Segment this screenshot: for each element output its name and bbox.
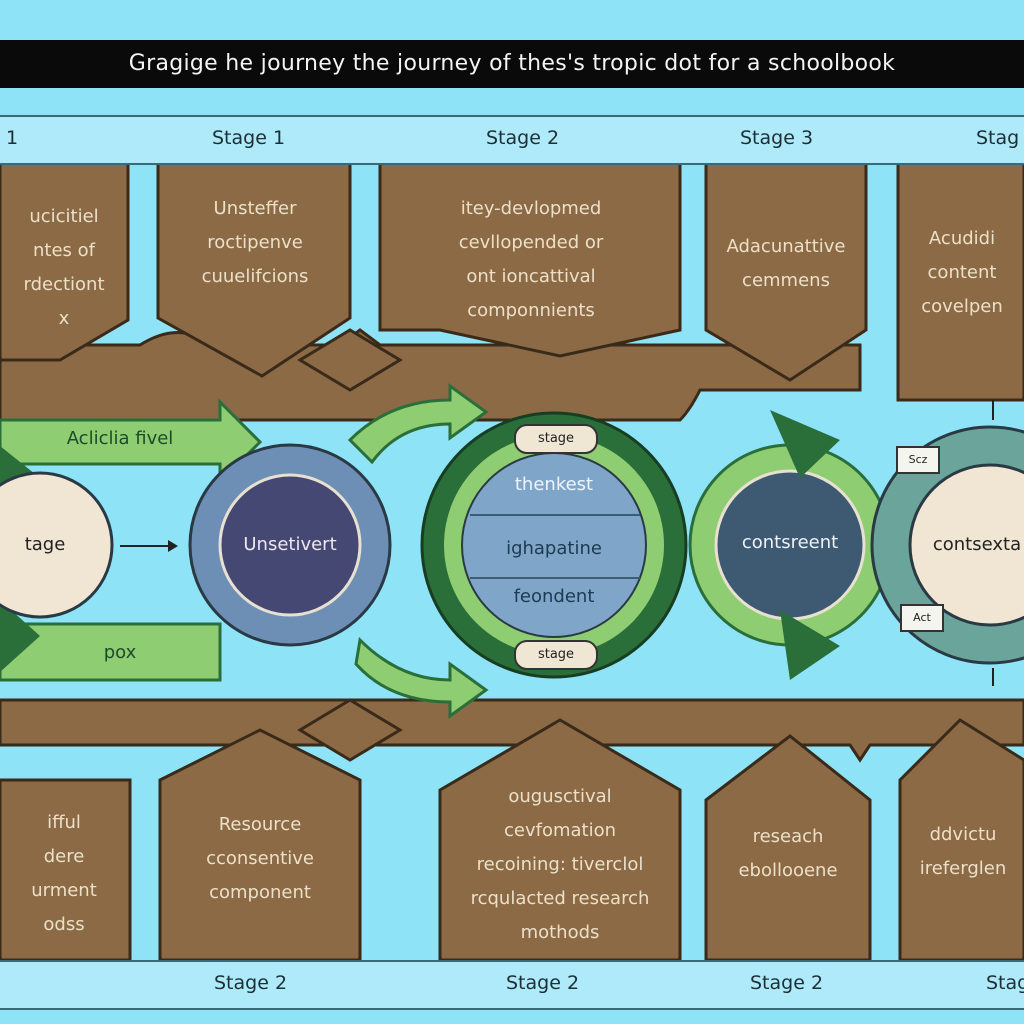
bottom-stage-label-3: Stage 2: [750, 972, 824, 994]
lower-arrow-label: pox: [103, 642, 137, 663]
upper-diamond: [297, 328, 403, 392]
bottom-box-2-text: Resource cconsentive component: [206, 814, 314, 903]
upper-curved-arrow: [347, 383, 489, 465]
left-connector-arrowhead: [168, 540, 178, 552]
side-tag-upper: Scz: [896, 446, 940, 474]
fourth-node-label: contsreent: [741, 532, 839, 553]
loop-arrowhead-left: [0, 600, 40, 672]
bottom-box-5-text: ddvictu ireferglen: [919, 824, 1007, 879]
bottom-box-4-text: reseach ebollooene: [738, 826, 838, 881]
bottom-stage-label-1: Stage 2: [214, 972, 288, 994]
top-stage-label-2: Stage 1: [212, 127, 286, 149]
title-bar: [0, 40, 1024, 88]
top-stage-label-1: 1: [6, 127, 19, 149]
upper-brown-pipe: [0, 328, 862, 422]
right-node-inner: [908, 463, 1024, 627]
top-box-5-text: Acudidi content covelpen: [921, 228, 1003, 317]
top-box-2-text: Unsteffer roctipenve cuuelifcions: [201, 198, 309, 287]
fourth-arrowhead-bottom: [780, 610, 840, 680]
bottom-box-2-shape: [158, 728, 362, 962]
top-box-1-text: ucicitiel ntes of rdectiont x: [23, 206, 105, 329]
second-node-inner: [218, 473, 362, 617]
center-node-label-3: feondent: [513, 586, 595, 607]
center-bottom-tag: stage: [514, 640, 598, 670]
page-title: Gragige he journey the journey of thes's…: [128, 51, 896, 76]
top-stage-label-3: Stage 2: [486, 127, 560, 149]
bottom-box-3-shape: [438, 718, 682, 962]
top-box-3-text: itey-devlopmed cevllopended or ont ionca…: [458, 198, 604, 321]
bottom-box-1-text: ifful dere urment odss: [31, 812, 97, 935]
bottom-stage-label-4: Stag: [986, 972, 1024, 994]
bottom-box-5-shape: [898, 718, 1024, 962]
top-stage-band: [0, 115, 1024, 165]
right-node-label: contsexta: [932, 534, 1022, 555]
second-node-label: Unsetivert: [243, 534, 337, 555]
lower-diamond: [297, 698, 403, 762]
bottom-stage-label-2: Stage 2: [506, 972, 580, 994]
fourth-arrowhead-top: [770, 410, 840, 478]
left-node-shape: [0, 471, 114, 619]
bottom-stage-band: [0, 960, 1024, 1010]
left-node-label: tage: [24, 534, 66, 555]
top-stage-label-5: Stag: [976, 127, 1020, 149]
top-box-4-text: Adacunattive cemmens: [726, 236, 846, 291]
lower-green-arrow: [0, 622, 222, 682]
side-tag-lower: Act: [900, 604, 944, 632]
center-node-label-2: ighapatine: [506, 538, 602, 559]
bottom-box-4-shape: [704, 734, 872, 962]
center-node-label-1: thenkest: [514, 474, 594, 495]
lower-curved-arrow: [354, 636, 489, 719]
center-top-tag: stage: [514, 424, 598, 454]
top-stage-label-4: Stage 3: [740, 127, 814, 149]
upper-arrow-label: Acliclia fivel: [66, 428, 174, 449]
bottom-box-3-text: ougusctival cevfomation recoining: tiver…: [470, 786, 650, 943]
